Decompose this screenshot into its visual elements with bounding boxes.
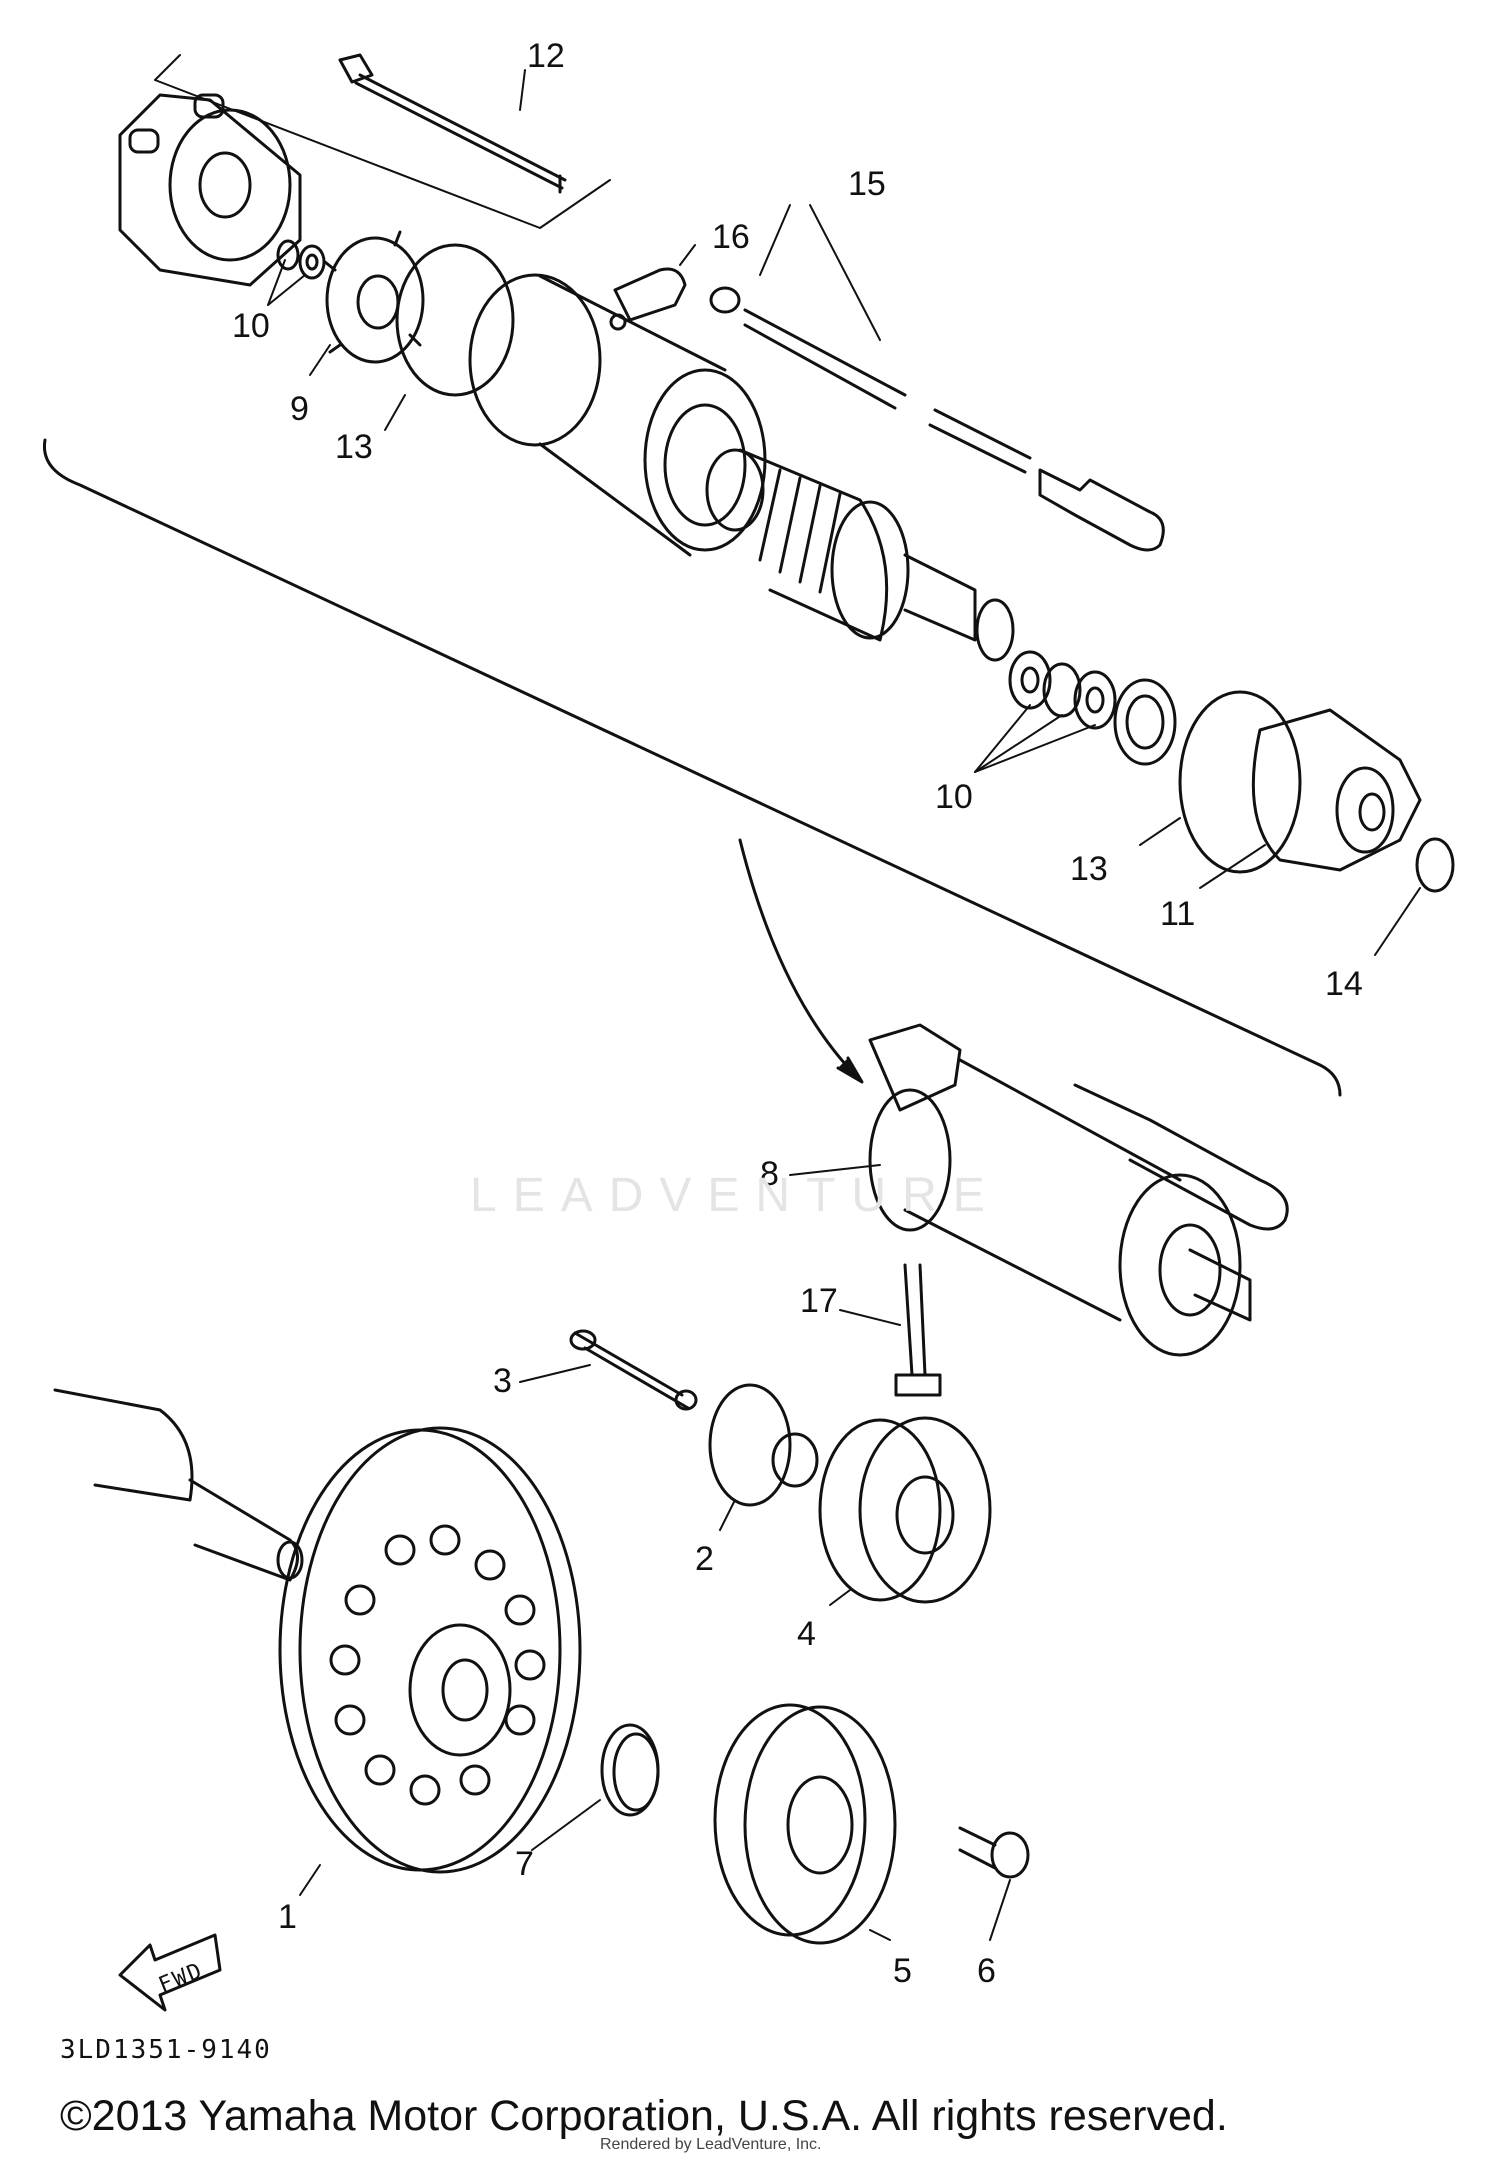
fwd-arrow-icon — [118, 1933, 222, 2012]
assembly-arrowhead — [836, 1056, 864, 1084]
assembly-arrow — [738, 838, 862, 1082]
motor-yoke — [468, 273, 767, 557]
callout-6: 6 — [977, 1952, 996, 1990]
callout-9: 9 — [290, 390, 309, 428]
callout-11: 11 — [1160, 895, 1195, 933]
part-5-starter-clutch — [713, 1703, 897, 1945]
part-13-o-ring-rear — [395, 243, 515, 397]
fwd-label: FWD — [155, 1958, 207, 1998]
watermark: LEADVENTURE — [470, 1169, 1001, 1222]
callout-8: 8 — [760, 1155, 779, 1193]
part-15-lead-wire — [613, 267, 1165, 552]
callout-labels: 12 15 16 10 9 13 10 13 11 14 8 17 3 2 4 … — [60, 37, 1363, 2065]
callout-17: 17 — [800, 1282, 838, 1320]
callout-4: 4 — [797, 1615, 816, 1653]
part-10-washers-front — [1008, 650, 1177, 766]
callout-14: 14 — [1325, 965, 1363, 1003]
callout-10-rear: 10 — [232, 307, 270, 345]
part-12-long-bolt — [154, 53, 611, 229]
part-11-front-cover — [1251, 708, 1422, 872]
part-9-brush-holder — [323, 230, 425, 364]
rendered-by-notice: Rendered by LeadVenture, Inc. — [600, 2136, 822, 2153]
part-13-o-ring-front — [1178, 690, 1302, 874]
callout-2: 2 — [695, 1540, 714, 1578]
copyright-notice: ©2013 Yamaha Motor Corporation, U.S.A. A… — [60, 2092, 1228, 2140]
part-4-gear — [818, 1416, 992, 1604]
part-code: 3LD1351-9140 — [60, 2035, 272, 2065]
callout-16: 16 — [712, 218, 750, 256]
callout-7: 7 — [515, 1845, 534, 1883]
part-17-bolt — [894, 1263, 942, 1397]
callout-13-rear: 13 — [335, 428, 373, 466]
rear-cover — [118, 93, 302, 287]
callout-1: 1 — [278, 1898, 297, 1936]
armature — [705, 448, 1015, 662]
part-6-bolt — [958, 1826, 1030, 1879]
callout-15: 15 — [848, 165, 886, 203]
callout-10-front: 10 — [935, 778, 973, 816]
callout-3: 3 — [493, 1362, 512, 1400]
leader-lines — [267, 69, 1421, 1941]
callout-12: 12 — [527, 37, 565, 75]
callout-5: 5 — [893, 1952, 912, 1990]
callout-13-front: 13 — [1070, 850, 1108, 888]
part-3-shaft — [569, 1329, 698, 1411]
part-14-o-ring — [1415, 837, 1455, 893]
crankshaft — [53, 1388, 304, 1582]
group-bracket-line — [42, 438, 1342, 1097]
part-8-starter-motor-assembly — [868, 1023, 1289, 1357]
part-2-idle-gear — [708, 1383, 819, 1507]
part-1-starter-wheel-gear — [278, 1426, 582, 1874]
part-7-ring — [600, 1723, 660, 1817]
